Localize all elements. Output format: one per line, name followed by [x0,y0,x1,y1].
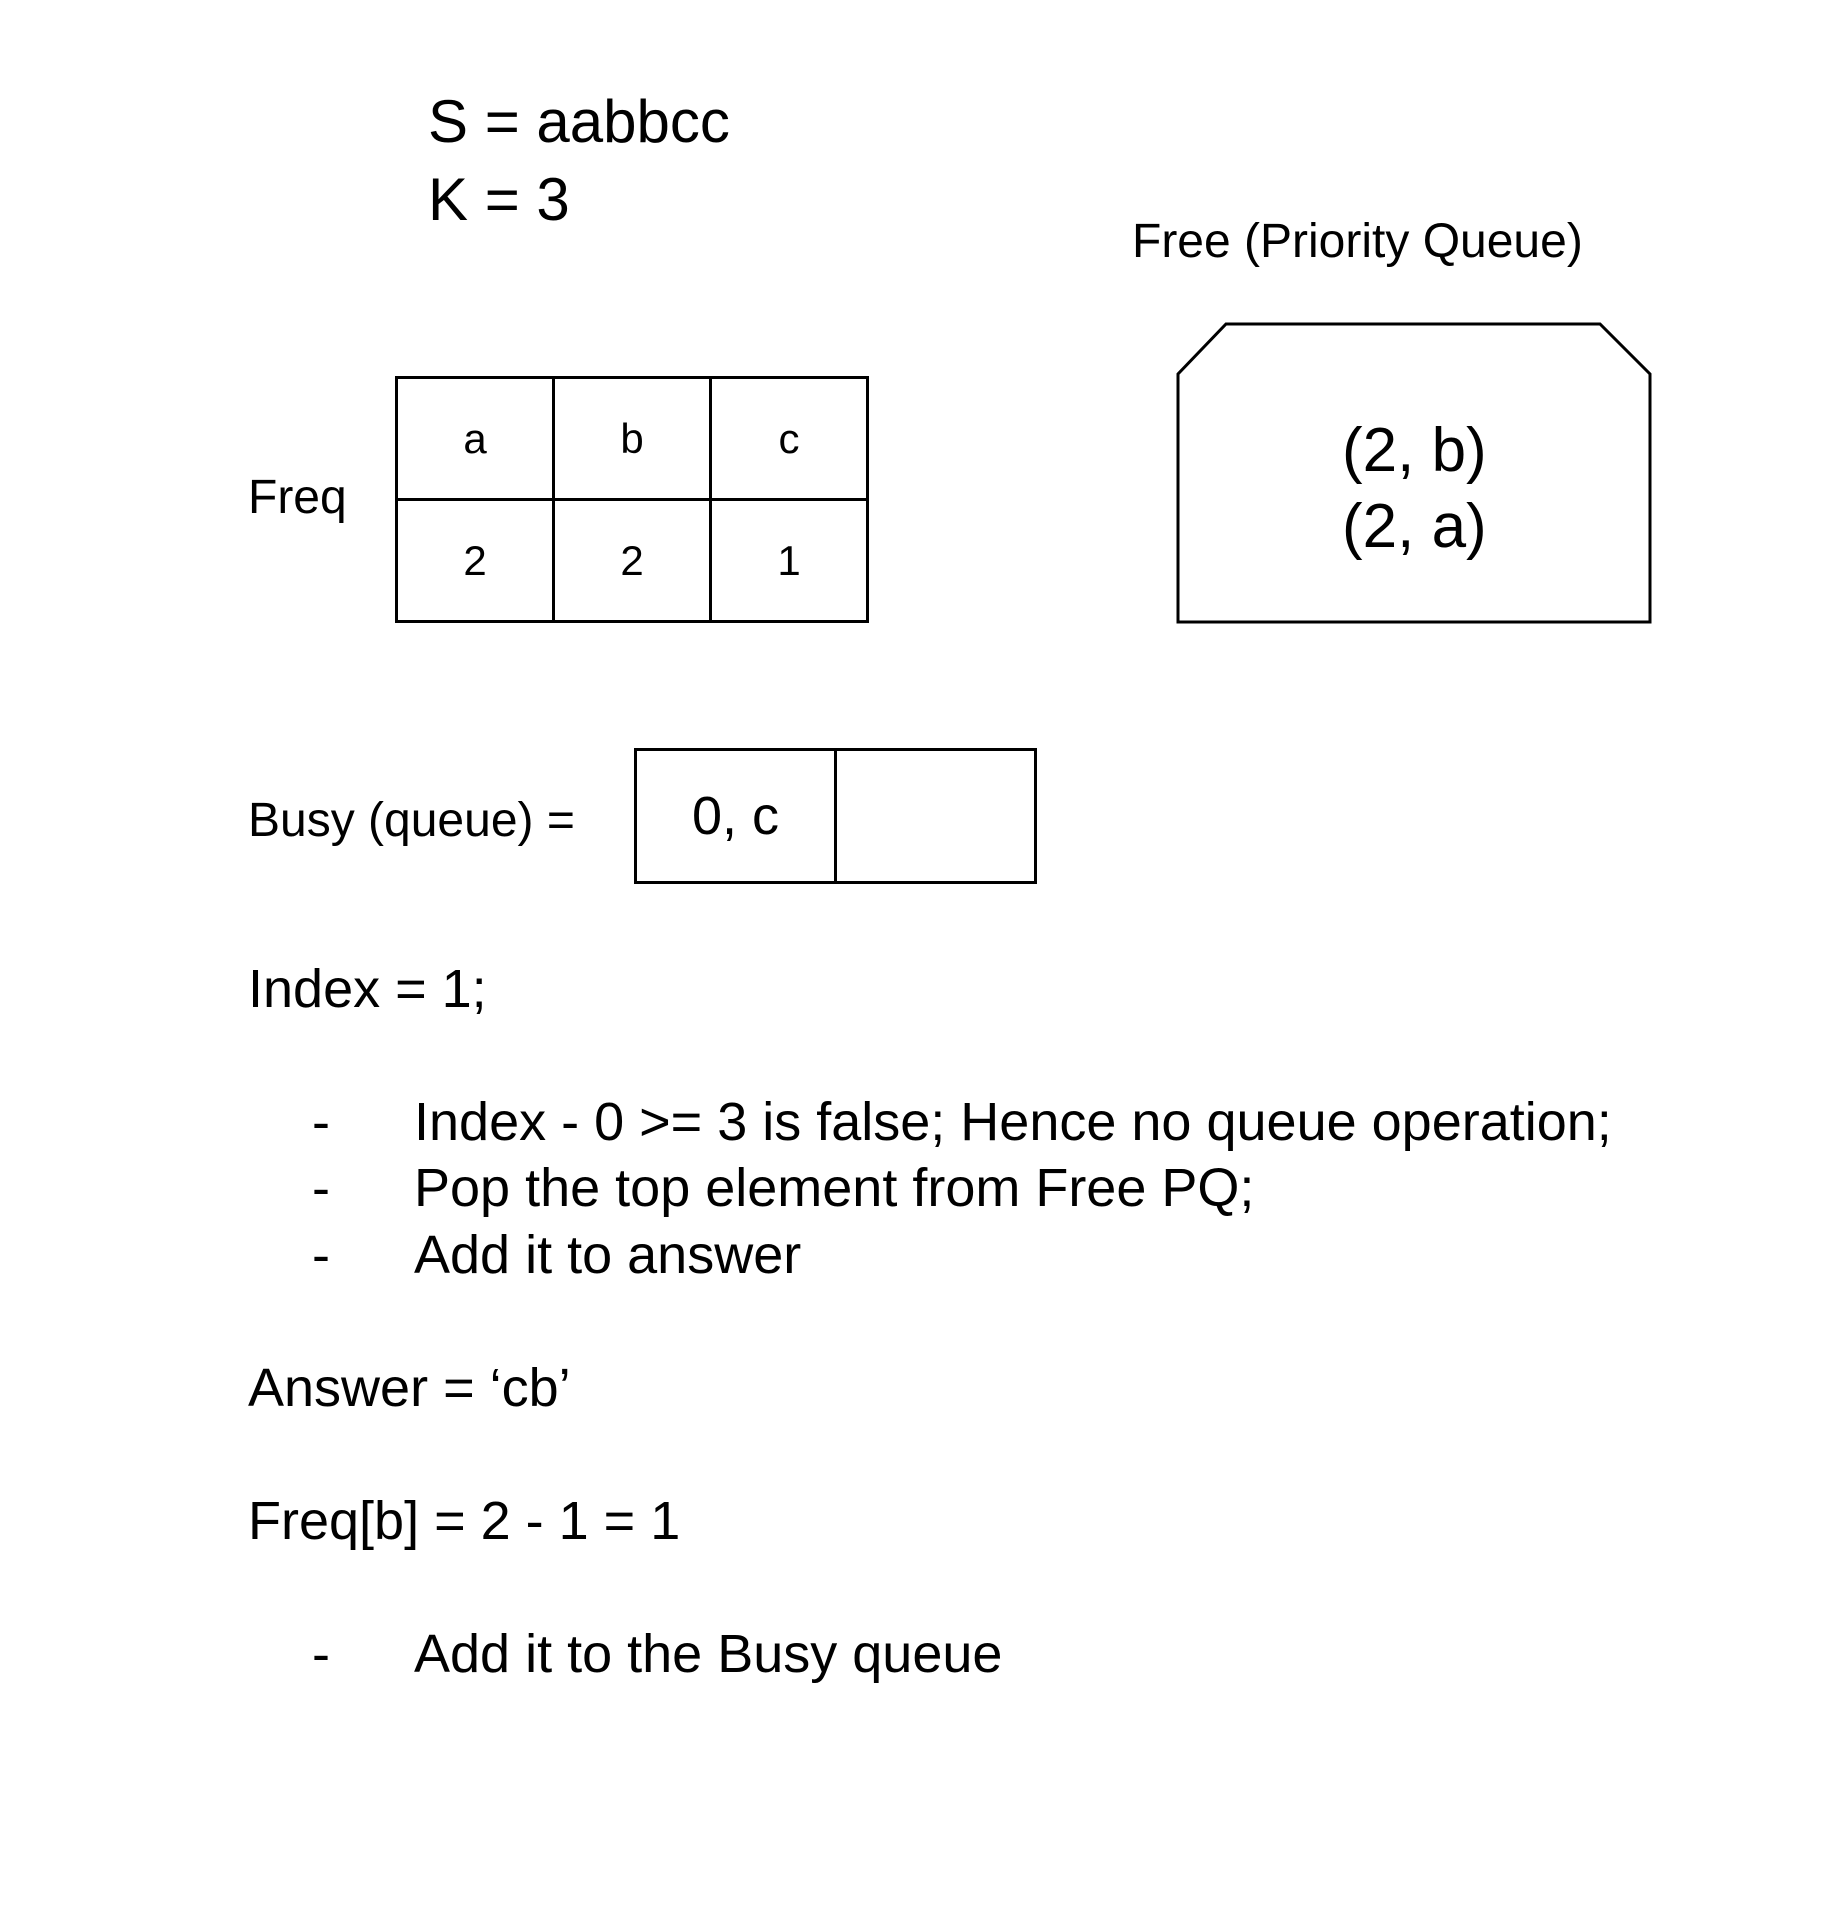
bullet-text: Add it to the Busy queue [414,1624,1003,1684]
bullet-dash: - [312,1225,330,1285]
bullet-text: Add it to answer [414,1225,802,1285]
bullet-dash: - [312,1624,330,1684]
freq-char-cell: a [395,376,555,501]
busy-queue-cell [834,748,1037,884]
freq-table: a b c 2 2 1 [395,376,869,623]
freq-count-cell: 2 [395,498,555,623]
busy-label: Busy (queue) = [248,794,575,847]
bullet-dash: - [312,1158,330,1218]
bullet-dash: - [312,1092,330,1152]
free-pq-item: (2, a) [1342,492,1487,561]
index-line: Index = 1; [248,959,487,1019]
freq-count-cell: 2 [552,498,712,623]
freq-char-cell: b [552,376,712,501]
busy-queue: 0, c [634,748,1037,884]
busy-queue-row: 0, c [634,748,1037,884]
freq-label: Freq [248,471,347,524]
bullet-text: Pop the top element from Free PQ; [414,1158,1255,1218]
answer-line: Answer = ‘cb’ [248,1358,571,1418]
k-definition: K = 3 [428,166,570,233]
free-pq-outline [1176,322,1652,624]
freq-b-line: Freq[b] = 2 - 1 = 1 [248,1491,681,1551]
free-pq-title: Free (Priority Queue) [1132,215,1583,268]
freq-char-row: a b c [395,376,869,501]
s-definition: S = aabbcc [428,88,730,155]
bullet-text: Index - 0 >= 3 is false; Hence no queue … [414,1092,1612,1152]
freq-char-cell: c [709,376,869,501]
freq-count-cell: 1 [709,498,869,623]
free-pq-box [1176,322,1652,624]
freq-count-row: 2 2 1 [395,498,869,623]
free-pq-item: (2, b) [1342,416,1487,485]
busy-queue-cell: 0, c [634,748,837,884]
